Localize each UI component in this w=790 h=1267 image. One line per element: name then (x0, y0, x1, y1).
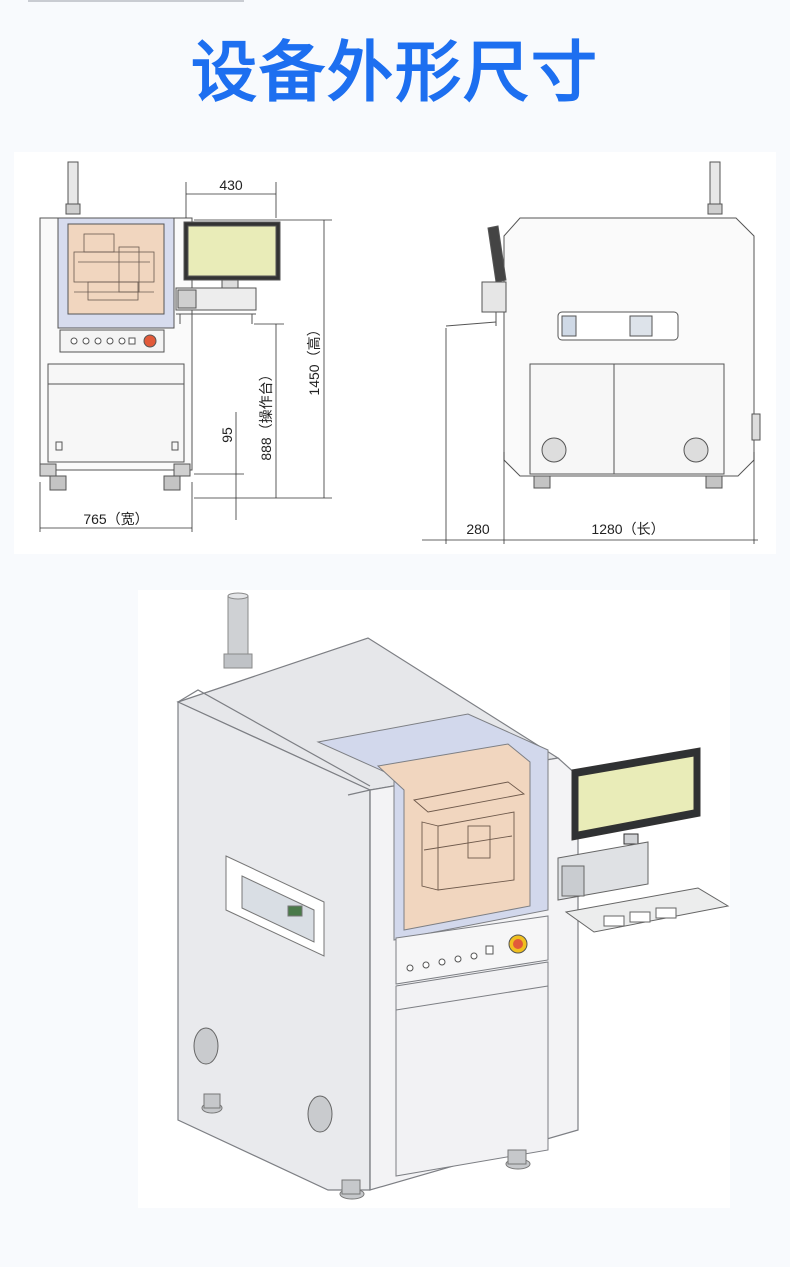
lower-cabinet (47, 363, 185, 463)
dim-foot-height: 95 (219, 427, 235, 443)
leveling-foot (505, 1149, 531, 1170)
dim-width: 765（宽） (83, 511, 148, 527)
fan-icon (307, 1095, 333, 1133)
front-dimensions (39, 182, 332, 532)
monitor-screen (577, 755, 695, 833)
gantry (412, 781, 526, 891)
monitor-screen (187, 225, 277, 277)
leveling-foot (339, 1179, 365, 1200)
leveling-foot (705, 475, 723, 489)
signal-tower (67, 161, 79, 207)
orthographic-drawing: 430 1450（高） 888（操作台） 95 765（宽） (39, 161, 761, 544)
side-slot (225, 855, 325, 957)
signal-tower (709, 161, 721, 207)
inspection-window (376, 743, 531, 931)
dim-monitor-offset: 280 (466, 521, 490, 537)
dim-total-height: 1450（高） (306, 322, 322, 395)
orthographic-drawing-panel: 430 1450（高） 888（操作台） 95 765（宽） (14, 152, 776, 554)
leveling-foot (201, 1093, 223, 1114)
dim-length: 1280（长） (591, 521, 664, 537)
monitor-mount (557, 841, 730, 933)
leveling-foot (173, 463, 191, 477)
dim-table-height: 888（操作台） (258, 367, 274, 460)
side-dimensions (422, 328, 758, 544)
fan-icon (683, 437, 709, 463)
signal-tower (223, 592, 253, 669)
fan-icon (193, 1027, 219, 1065)
monitor (571, 747, 701, 845)
emergency-stop-icon (143, 334, 157, 348)
isometric-render (176, 592, 730, 1200)
control-panel (395, 915, 549, 985)
top-divider (28, 0, 244, 2)
dim-monitor-width: 430 (219, 177, 243, 193)
lower-cabinet (395, 961, 549, 1177)
leveling-foot (39, 463, 57, 477)
side-view (445, 161, 761, 489)
isometric-render-panel (138, 590, 730, 1208)
leveling-foot (533, 475, 551, 489)
inspection-window (67, 223, 165, 315)
front-view (39, 161, 281, 491)
page-title: 设备外形尺寸 (191, 34, 599, 111)
fan-icon (541, 437, 567, 463)
